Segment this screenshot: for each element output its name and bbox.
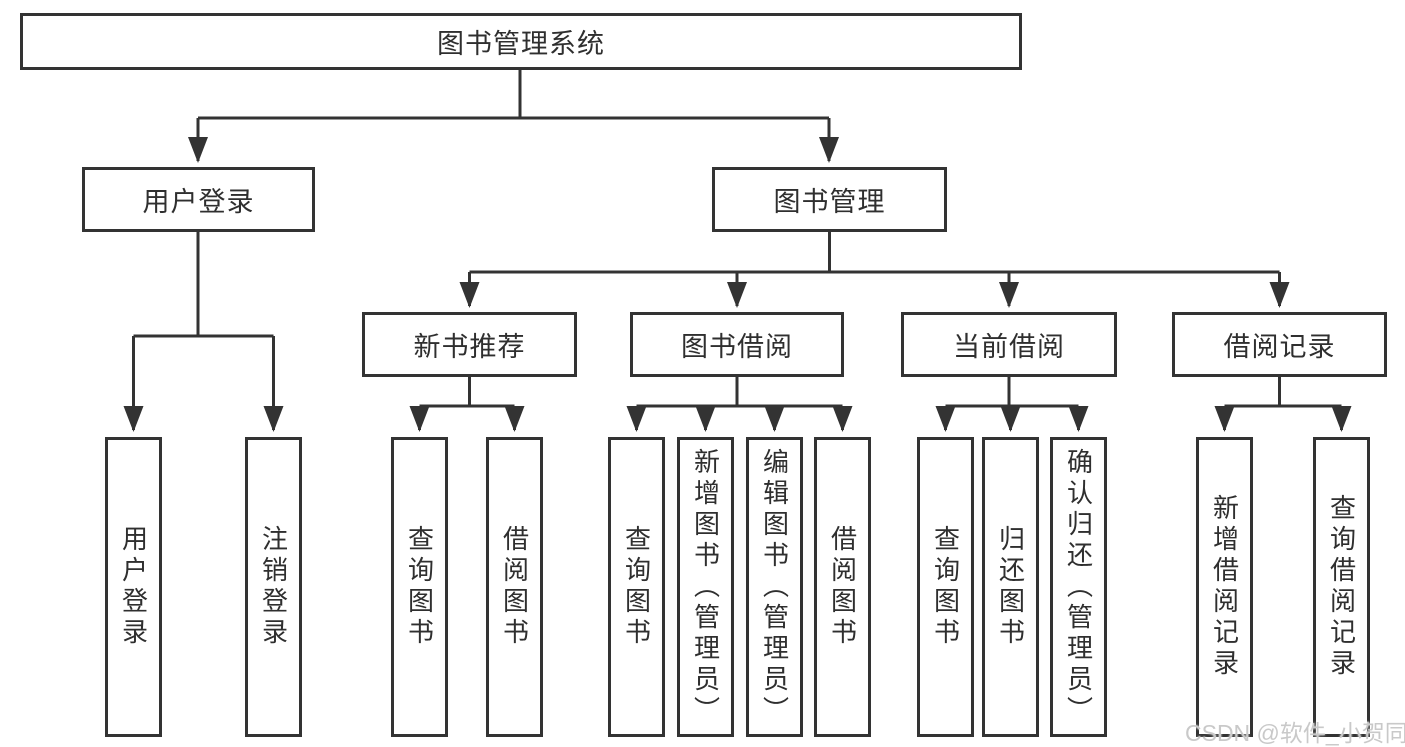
leaf-label: 查询图书: [930, 525, 961, 649]
leaf-return-books: 归还图书: [982, 437, 1039, 737]
node-user-login: 用户登录: [82, 167, 315, 232]
leaf-add-books-admin: 新增图书（管理员）: [677, 437, 734, 737]
node-label: 借阅记录: [1223, 332, 1336, 362]
leaf-borrow-books-newbook: 借阅图书: [486, 437, 543, 737]
node-library-management-system: 图书管理系统: [20, 13, 1022, 70]
leaf-label: 新增借阅记录: [1209, 494, 1240, 680]
node-label: 当前借阅: [953, 332, 1065, 362]
leaf-label: 查询借阅记录: [1326, 494, 1357, 680]
leaf-logout: 注销登录: [245, 437, 302, 737]
leaf-user-login: 用户登录: [105, 437, 162, 737]
node-label: 新书推荐: [413, 332, 526, 362]
leaf-query-books-current: 查询图书: [917, 437, 974, 737]
leaf-label: 查询图书: [621, 525, 652, 649]
csdn-watermark: CSDN @软件_小贺同学: [1185, 720, 1405, 746]
leaf-label: 归还图书: [995, 525, 1026, 649]
leaf-query-borrow-record: 查询借阅记录: [1313, 437, 1370, 737]
leaf-add-borrow-record: 新增借阅记录: [1196, 437, 1253, 737]
node-new-book-recommendation: 新书推荐: [362, 312, 577, 377]
leaf-label: 借阅图书: [827, 525, 858, 649]
leaf-label: 新增图书（管理员）: [690, 447, 721, 727]
leaf-label: 注销登录: [258, 525, 289, 649]
node-label: 图书借阅: [681, 332, 793, 362]
node-label: 图书管理系统: [437, 29, 605, 59]
node-book-management: 图书管理: [712, 167, 947, 232]
node-label: 用户登录: [142, 187, 255, 217]
leaf-label: 用户登录: [118, 525, 149, 649]
leaf-label: 编辑图书（管理员）: [759, 447, 790, 727]
leaf-borrow-books-borrow: 借阅图书: [814, 437, 871, 737]
leaf-query-books-borrow: 查询图书: [608, 437, 665, 737]
leaf-edit-books-admin: 编辑图书（管理员）: [746, 437, 803, 737]
leaf-label: 查询图书: [404, 525, 435, 649]
leaf-label: 确认归还（管理员）: [1063, 447, 1094, 727]
node-current-borrowing: 当前借阅: [901, 312, 1117, 377]
node-book-borrowing: 图书借阅: [630, 312, 844, 377]
leaf-query-books-newbook: 查询图书: [391, 437, 448, 737]
leaf-confirm-return-admin: 确认归还（管理员）: [1050, 437, 1107, 737]
node-borrowing-records: 借阅记录: [1172, 312, 1387, 377]
leaf-label: 借阅图书: [499, 525, 530, 649]
node-label: 图书管理: [773, 187, 886, 217]
